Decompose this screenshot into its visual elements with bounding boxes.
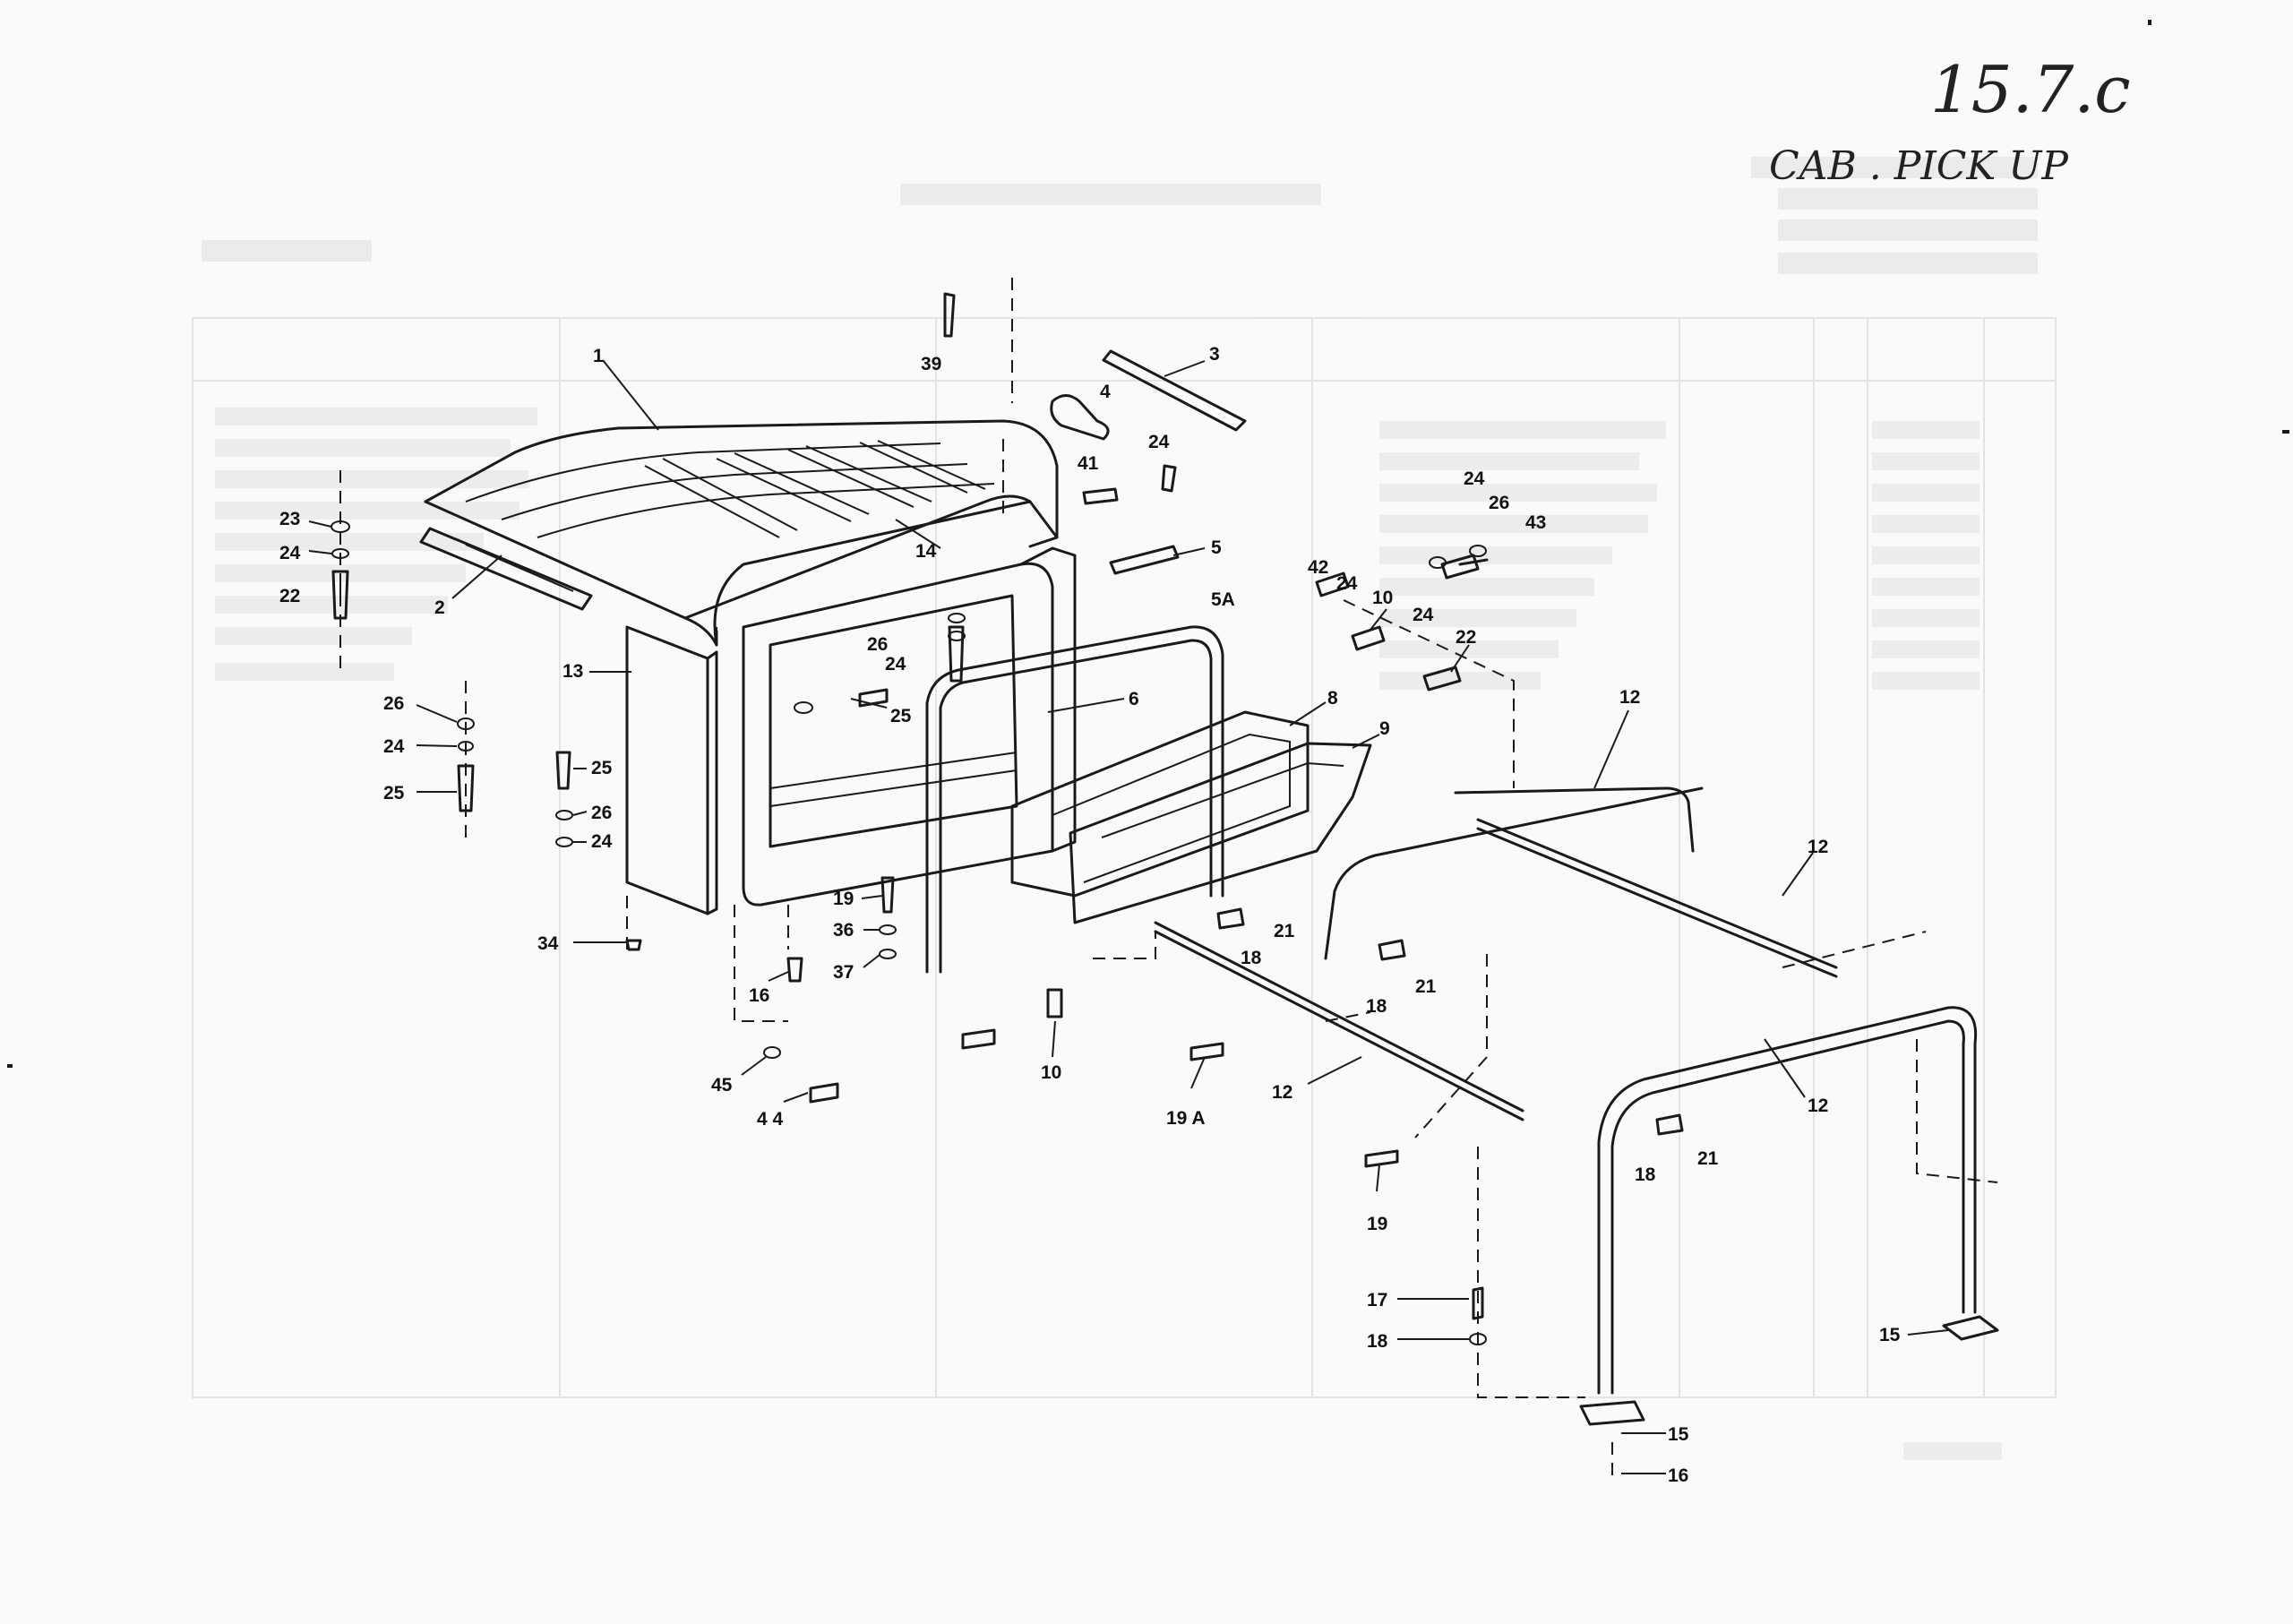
callout-39: 39: [921, 354, 941, 374]
callout-9: 9: [1379, 718, 1390, 739]
callout-24-g: 24: [1336, 573, 1358, 594]
callout-23: 23: [279, 509, 300, 529]
callout-26-c: 26: [867, 634, 888, 655]
callout-18-a: 18: [1241, 948, 1262, 968]
callout-26-a: 26: [383, 693, 404, 714]
callout-24-a: 24: [279, 543, 301, 563]
side-window-8: [1010, 710, 1310, 898]
callout-19-a: 19: [833, 889, 854, 909]
crossbar-12-upper: [1324, 786, 1838, 978]
callout-24-f: 24: [1464, 468, 1485, 489]
rail-strip: [419, 527, 593, 611]
hoop-5a: [925, 625, 1224, 974]
callout-16-bottom: 16: [1668, 1465, 1688, 1486]
callout-41: 41: [1078, 453, 1099, 474]
callout-26-d: 26: [1489, 493, 1509, 513]
callouts: 1 2 3 4 5 5A 6 8 9 10 10 12 12 12: [279, 344, 1949, 1486]
page-reference: 15.7.c: [1930, 52, 2131, 127]
callout-6: 6: [1129, 689, 1139, 709]
callout-24-e: 24: [1148, 432, 1170, 452]
fasteners: [331, 292, 1684, 1345]
edge-mark: [2282, 430, 2289, 434]
callout-3: 3: [1209, 344, 1220, 365]
roof-panel: [424, 419, 1059, 647]
edge-mark: [2148, 20, 2151, 25]
bracket-3: [1102, 349, 1247, 432]
callout-13: 13: [563, 661, 583, 682]
callout-19a: 19 A: [1166, 1108, 1206, 1129]
handle-4: [1050, 394, 1110, 441]
bracket-5: [1109, 545, 1180, 575]
callout-42: 42: [1308, 557, 1328, 578]
callout-12-a: 12: [1619, 687, 1640, 708]
hoop-12-rear: [1597, 1006, 1978, 1395]
callout-36: 36: [833, 920, 854, 941]
callout-22-right: 22: [1456, 627, 1476, 648]
callout-5a: 5A: [1211, 589, 1235, 610]
callout-4: 4: [1100, 382, 1111, 402]
callout-18-c: 18: [1635, 1164, 1656, 1185]
side-window-9: [1069, 742, 1372, 924]
callout-18-d: 18: [1367, 1331, 1388, 1352]
callout-26-b: 26: [591, 803, 612, 823]
callout-37: 37: [833, 962, 854, 983]
callout-12-b: 12: [1808, 837, 1828, 857]
base-plate-15-bottom: [1579, 1400, 1645, 1426]
callout-16-left: 16: [749, 985, 769, 1006]
callout-24-d: 24: [885, 654, 906, 675]
callout-10-lower: 10: [1041, 1062, 1061, 1083]
assembly-lines: [339, 278, 1998, 1478]
rear-window-frame: [742, 546, 1077, 907]
callout-45: 45: [711, 1075, 733, 1096]
edge-mark: [7, 1064, 13, 1068]
callout-10-upper: 10: [1372, 588, 1393, 608]
callout-24-b: 24: [383, 736, 405, 757]
callout-15-right: 15: [1879, 1325, 1901, 1345]
callout-15-bottom: 15: [1668, 1424, 1689, 1445]
callout-44: 4 4: [757, 1109, 784, 1130]
callout-2: 2: [434, 597, 445, 618]
callout-5: 5: [1211, 537, 1222, 558]
callout-21-a: 21: [1274, 921, 1295, 941]
callout-18-b: 18: [1366, 996, 1387, 1017]
callout-12-d: 12: [1808, 1096, 1828, 1116]
callout-21-c: 21: [1697, 1148, 1719, 1169]
callout-8: 8: [1327, 688, 1338, 709]
page-title: CAB . PICK UP: [1769, 143, 2069, 189]
callout-25-c: 25: [890, 706, 912, 726]
rear-side-panel: [625, 625, 718, 915]
callout-25-b: 25: [591, 758, 613, 778]
callout-19-b: 19: [1367, 1214, 1387, 1234]
callout-21-b: 21: [1415, 976, 1437, 997]
callout-25-a: 25: [383, 783, 405, 803]
callout-1: 1: [593, 346, 604, 366]
callout-22-left: 22: [279, 586, 300, 606]
callout-24-c: 24: [591, 831, 613, 852]
callout-12-c: 12: [1272, 1082, 1292, 1103]
callout-43: 43: [1525, 512, 1546, 533]
base-plate-15-right: [1942, 1315, 1999, 1341]
callout-34: 34: [537, 933, 559, 954]
crossbar-12-lower: [1154, 921, 1524, 1121]
callout-17: 17: [1367, 1290, 1387, 1310]
callout-14: 14: [915, 541, 937, 562]
callout-24-h: 24: [1413, 605, 1434, 625]
